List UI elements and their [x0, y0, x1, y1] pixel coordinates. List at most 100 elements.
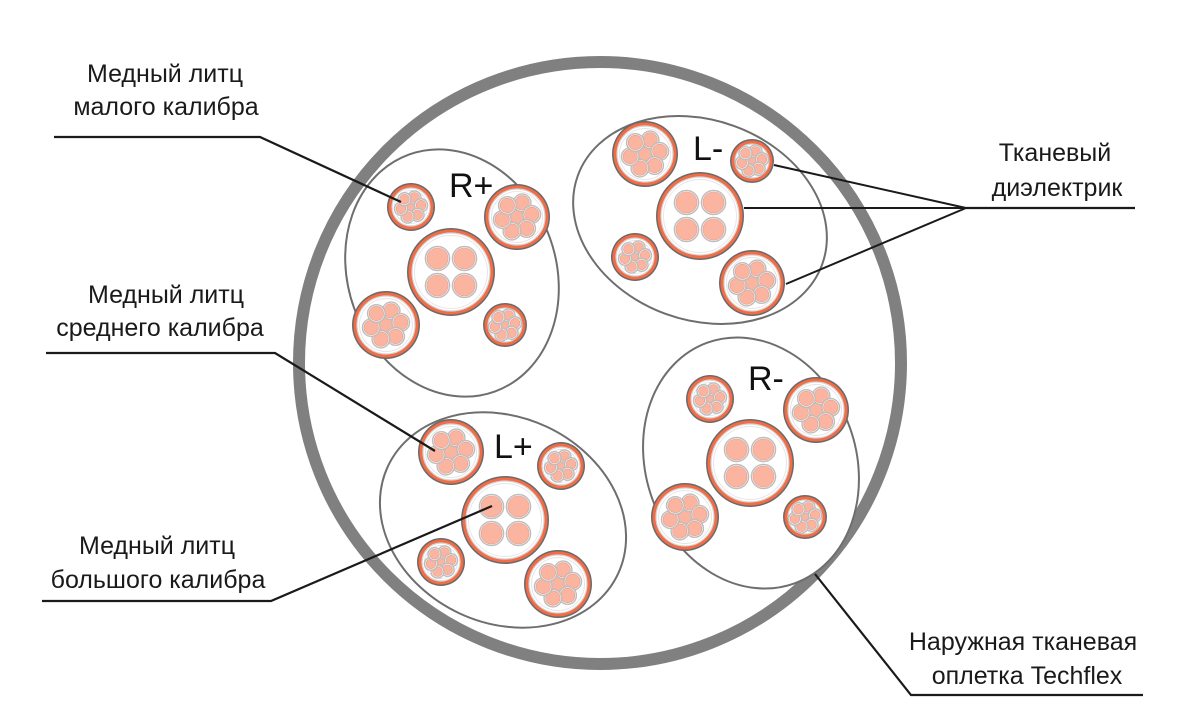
cable-l-plus-small-3 [417, 538, 465, 586]
cable-r-minus-medium-3-dielectric-inner-ring [658, 490, 712, 544]
cable-l-minus-small-3-strand-5 [623, 243, 634, 255]
cable-l-plus-medium-4 [524, 550, 592, 618]
cable-r-plus-large-2 [407, 228, 495, 316]
callout-outer-sleeve-line1: Наружная тканевая [909, 628, 1137, 656]
callout-medium-gauge-line2: среднего калибра [56, 314, 264, 342]
cable-l-minus-large-2-dielectric [660, 176, 740, 256]
callout-medium-gauge-leader [46, 351, 436, 452]
cable-l-plus-medium-0-dielectric-inner-ring [425, 426, 477, 478]
cable-l-plus-large-2-strand-2 [480, 522, 503, 545]
cable-r-plus-medium-3-strand-2 [388, 328, 404, 344]
cable-r-plus-small-0 [387, 183, 435, 231]
cable-r-minus-medium-3-strand-3 [672, 523, 688, 539]
cable-r-plus-large-2-strand-0 [426, 247, 449, 270]
callout-small-gauge-line2: малого калибра [73, 93, 258, 121]
cable-l-plus-medium-4-strand-5 [540, 565, 556, 581]
cable-l-minus-medium-4-strand-2 [754, 286, 770, 302]
group-r-minus [642, 336, 860, 590]
cable-l-minus-small-1-strand-5 [740, 147, 751, 159]
callout-small-gauge-leader [54, 135, 402, 203]
cable-l-plus-medium-0 [418, 419, 484, 485]
cable-r-minus-large-2-strand-0 [725, 438, 748, 461]
cable-r-plus-large-2-dielectric [411, 232, 491, 312]
cable-l-minus-medium-0-strand-2 [647, 157, 663, 173]
cable-r-minus-large-2-strand-3 [752, 465, 775, 488]
callout-dielectric-line2: диэлектрик [992, 174, 1124, 202]
callout-outer-sleeve-line2: оплетка Techflex [932, 662, 1123, 690]
cable-l-minus-small-3 [611, 233, 659, 281]
callout-large-gauge-line1: Медный литц [79, 532, 235, 560]
callout-large-gauge-leader [42, 504, 493, 603]
cable-r-plus-medium-1-strand-3 [504, 223, 520, 239]
cable-l-plus-medium-4-dielectric-inner-ring [531, 557, 585, 611]
cable-r-plus-small-4 [483, 303, 527, 347]
cable-l-plus-small-1 [537, 442, 585, 490]
cable-l-minus-medium-0 [612, 121, 678, 187]
callout-medium-gauge: Медный литц среднего калибра [46, 281, 436, 452]
cable-r-minus-small-0 [686, 375, 734, 423]
cable-l-minus-medium-0-dielectric-inner-ring [619, 128, 671, 180]
cable-r-plus-medium-3-strand-5 [368, 306, 384, 322]
cable-r-minus-large-2-strand-2 [725, 465, 748, 488]
cable-l-plus-medium-0-strand-2 [453, 455, 469, 471]
cable-r-minus-medium-3-strand-5 [667, 498, 683, 514]
callout-dielectric-leader-3 [785, 207, 967, 285]
cable-r-plus-large-2-strand-3 [453, 274, 476, 297]
group-label-l-plus: L+ [494, 428, 533, 466]
cable-r-minus-large-2-strand-1 [752, 438, 775, 461]
cable-l-minus-large-2-strand-1 [702, 191, 725, 214]
cable-r-minus-large-2 [706, 419, 794, 507]
callout-outer-sleeve: Наружная тканевая оплетка Techflex [814, 573, 1143, 697]
cable-l-plus-medium-0-strand-5 [433, 433, 449, 449]
callout-outer-sleeve-leader [814, 573, 1143, 697]
cable-l-plus-large-2-dielectric-inner-ring [468, 483, 542, 557]
cable-r-plus-medium-1 [484, 184, 550, 250]
cable-l-plus-medium-4-strand-3 [545, 590, 561, 606]
group-label-r-minus: R- [748, 360, 784, 398]
cable-l-minus-large-2-strand-3 [702, 218, 725, 241]
callout-dielectric-line1: Тканевый [999, 139, 1112, 167]
group-l-minus [572, 115, 828, 325]
cable-r-minus-medium-1 [783, 377, 849, 443]
cable-l-minus-medium-4 [719, 250, 785, 316]
cable-l-plus-large-2-strand-3 [507, 522, 530, 545]
cable-r-plus-small-4-strand-5 [493, 311, 504, 323]
cable-r-minus-large-2-dielectric-inner-ring [713, 426, 787, 500]
cable-l-minus-medium-4-dielectric-inner-ring [726, 257, 778, 309]
cable-l-plus-large-2-dielectric [465, 480, 545, 560]
cable-r-minus-medium-1-strand-2 [818, 413, 834, 429]
cable-r-plus-medium-1-dielectric-inner-ring [491, 191, 543, 243]
cable-l-plus-large-2-strand-1 [507, 495, 530, 518]
group-r-plus [344, 148, 560, 398]
cable-r-minus-small-4 [783, 495, 827, 539]
cable-r-minus-medium-1-strand-3 [803, 416, 819, 432]
cable-r-plus-medium-3-strand-3 [373, 331, 389, 347]
cable-r-plus-large-2-strand-2 [426, 274, 449, 297]
callout-medium-gauge-line1: Медный литц [88, 281, 244, 309]
group-label-l-minus: L- [693, 130, 723, 168]
cable-l-plus-medium-0-strand-3 [438, 458, 454, 474]
conductor-groups [344, 115, 860, 629]
cable-r-minus-medium-1-strand-5 [798, 391, 814, 407]
cable-l-plus-medium-4-strand-2 [560, 587, 576, 603]
cable-l-plus-small-1-strand-5 [549, 452, 560, 464]
cable-r-plus-medium-1-strand-5 [499, 198, 515, 214]
cable-l-minus-large-2-dielectric-inner-ring [663, 179, 737, 253]
cable-l-minus-medium-0-strand-5 [627, 135, 643, 151]
cable-l-plus-small-3-strand-5 [429, 548, 440, 560]
cable-r-minus-medium-3-strand-2 [687, 520, 703, 536]
cable-r-minus-small-0-strand-5 [698, 385, 709, 397]
callout-small-gauge-line1: Медный литц [87, 60, 243, 88]
cable-r-plus-medium-3 [352, 291, 420, 359]
cable-l-minus-large-2 [656, 172, 744, 260]
group-l-plus [378, 411, 628, 629]
callout-dielectric: Тканевый диэлектрик [744, 139, 1135, 285]
cable-r-minus-medium-1-dielectric-inner-ring [790, 384, 842, 436]
cable-l-plus-large-2 [461, 476, 549, 564]
cable-r-plus-small-0-strand-5 [399, 193, 410, 205]
callout-large-gauge-line2: большого калибра [51, 566, 266, 594]
callout-large-gauge: Медный литц большого калибра [42, 504, 493, 603]
cable-l-minus-large-2-strand-0 [675, 191, 698, 214]
cable-r-minus-large-2-dielectric [710, 423, 790, 503]
cable-l-minus-medium-4-strand-3 [739, 289, 755, 305]
